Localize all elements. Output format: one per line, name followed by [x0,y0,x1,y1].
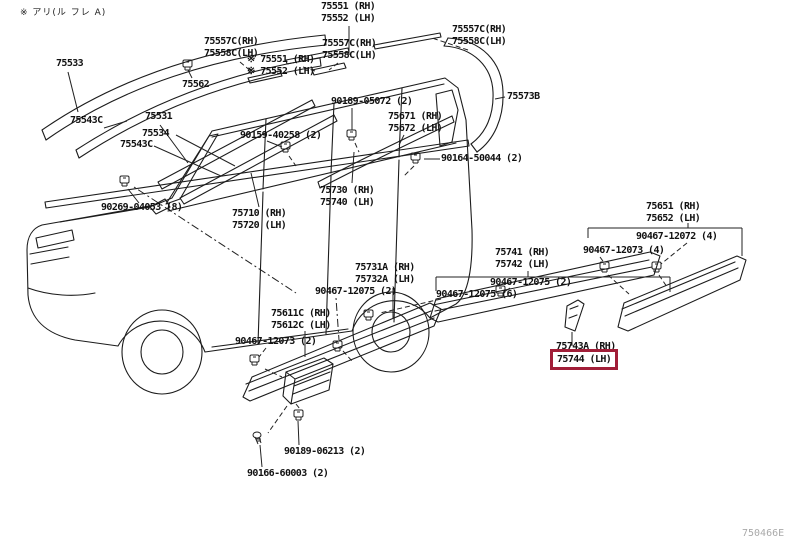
part-label-75562[interactable]: 75562 [182,79,210,90]
moulding-parts-art [41,32,747,405]
reference-note: ※ アリ(ル フレ A) [20,8,107,18]
part-label-75551-75552[interactable]: 75551 (RH)75552 (LH) [321,1,376,24]
part-label-75531[interactable]: 75531 [145,111,173,122]
part-label-90467-12075-r[interactable]: 90467-12075 (2) [490,277,572,288]
part-label-90189-06213[interactable]: 90189-06213 (2) [284,446,366,457]
part-label-90467-12072[interactable]: 90467-12072 (4) [636,231,718,242]
assembly-dash-lines [239,37,688,434]
part-label-90467-12075-l[interactable]: 90467-12075 (2) [315,286,397,297]
part-label-75744: 75744 (LH) [557,353,612,365]
part-label-75533[interactable]: 75533 [56,58,84,69]
part-label-90189-05072[interactable]: 90189-05072 (2) [331,96,413,107]
part-label-75611c-75612c[interactable]: 75611C (RH)75612C (LH) [271,308,331,331]
part-label-75557c-75558c-c[interactable]: 75557C(RH)75558C(LH) [452,24,507,47]
part-label-75710-75720[interactable]: 75710 (RH)75720 (LH) [232,208,287,231]
part-label-75730-75740[interactable]: 75730 (RH)75740 (LH) [320,185,375,208]
part-label-90467-12073-l[interactable]: 90467-12073 (2) [235,336,317,347]
part-label-75671-75672[interactable]: 75671 (RH)75672 (LH) [388,111,443,134]
leader-lines [67,26,743,468]
center-dash-lines [133,186,340,341]
part-label-90269-04053[interactable]: 90269-04053 (8) [101,202,183,213]
part-label-90166-60003[interactable]: 90166-60003 (2) [247,468,329,479]
part-label-75743a[interactable]: 75743A (RH) [556,341,616,352]
part-label-75551-75552-ref[interactable]: ※ 75551 (RH)※ 75552 (LH) [247,54,315,77]
part-label-90467-12075-m[interactable]: 90467-12075 (6) [436,289,518,300]
part-label-75573b[interactable]: 75573B [507,91,540,102]
part-label-75543c-a[interactable]: 75543C [70,115,103,126]
diagram-code: 750466E [742,528,785,539]
part-label-75557c-75558c-a[interactable]: 75557C(RH)75558C(LH) [204,36,259,59]
highlighted-part-box[interactable]: 75744 (LH) [550,349,618,370]
part-label-90467-12073-r[interactable]: 90467-12073 (4) [583,245,665,256]
part-label-75557c-75558c-b[interactable]: 75557C(RH)75558C(LH) [322,38,377,61]
part-label-75741-75742[interactable]: 75741 (RH)75742 (LH) [495,247,550,270]
part-label-90164-50044[interactable]: 90164-50044 (2) [441,153,523,164]
part-label-90159-40258[interactable]: 90159-40258 (2) [240,130,322,141]
part-label-75534[interactable]: 75534 [142,128,170,139]
part-label-75651-75652[interactable]: 75651 (RH)75652 (LH) [646,201,701,224]
part-label-75543c-b[interactable]: 75543C [120,139,153,150]
part-label-75731a-75732a[interactable]: 75731A (RH)75732A (LH) [355,262,415,285]
